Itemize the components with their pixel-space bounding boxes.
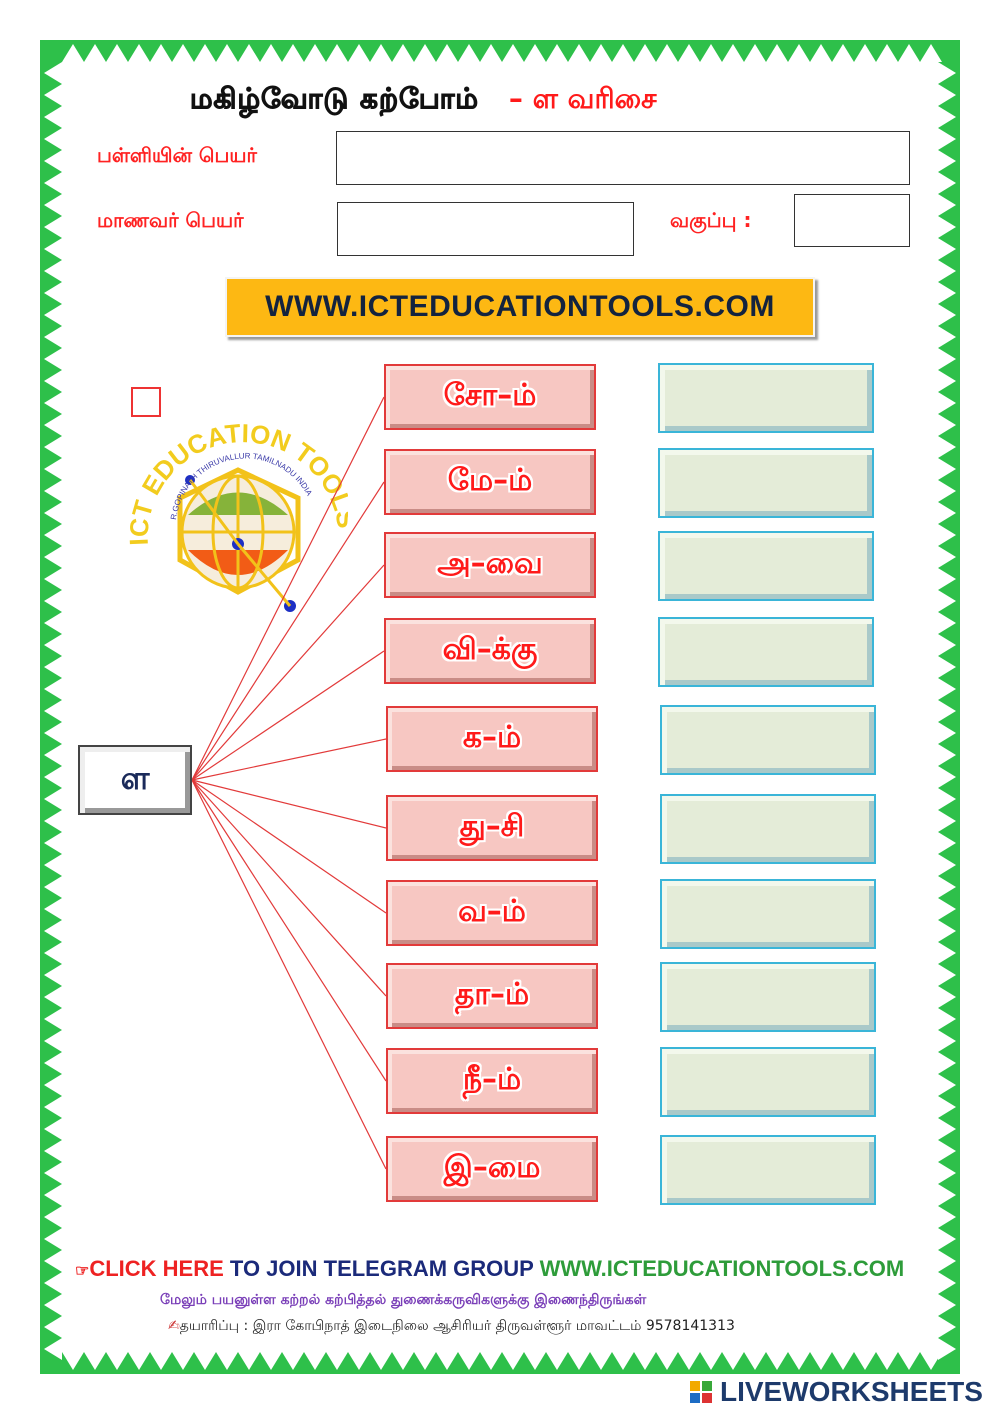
brand-name: LIVEWORKSHEETS	[720, 1376, 983, 1407]
word-text: து–சி	[459, 808, 525, 844]
footer-site: WWW.ICTEDUCATIONTOOLS.COM	[539, 1256, 905, 1281]
answer-box[interactable]	[660, 1047, 876, 1117]
word-text: மே–ம்	[447, 462, 533, 498]
title-sub: – ள வரிசை	[508, 81, 657, 115]
word-text: தா–ம்	[454, 976, 530, 1012]
word-text: வி–க்கு	[442, 631, 538, 667]
telegram-link[interactable]: ☞CLICK HERE TO JOIN TELEGRAM GROUP WWW.I…	[75, 1256, 955, 1282]
join-text: TO JOIN TELEGRAM GROUP	[223, 1256, 540, 1281]
school-name-label: பள்ளியின் பெயர்	[97, 143, 257, 167]
word-tile[interactable]: வ–ம்	[386, 880, 598, 946]
word-text: சோ–ம்	[443, 377, 537, 413]
answer-box[interactable]	[658, 531, 874, 601]
student-name-label: மாணவர் பெயர்	[97, 208, 244, 232]
word-text: க–ம்	[462, 719, 522, 755]
title-main: மகிழ்வோடு கற்போம்	[190, 81, 479, 115]
source-letter-tile[interactable]: ள	[78, 745, 192, 815]
footer-credit-text: தயாரிப்பு : இரா கோபிநாத் இடைநிலை ஆசிரியர…	[179, 1318, 735, 1334]
word-tile[interactable]: இ–மை	[386, 1136, 598, 1202]
word-tile[interactable]: நீ–ம்	[386, 1048, 598, 1114]
word-tile[interactable]: வி–க்கு	[384, 618, 596, 684]
word-tile[interactable]: அ–வை	[384, 532, 596, 598]
word-text: வ–ம்	[458, 893, 526, 929]
answer-box[interactable]	[658, 363, 874, 433]
student-name-field[interactable]	[337, 202, 634, 256]
answer-box[interactable]	[660, 879, 876, 949]
word-tile[interactable]: க–ம்	[386, 706, 598, 772]
answer-box[interactable]	[660, 794, 876, 864]
word-text: இ–மை	[443, 1149, 541, 1185]
class-field[interactable]	[794, 194, 910, 247]
footer-join-line: மேலும் பயனுள்ள கற்றல் கற்பித்தல் துணைக்க…	[160, 1292, 647, 1308]
answer-box[interactable]	[658, 617, 874, 687]
footer-credit: ✍தயாரிப்பு : இரா கோபிநாத் இடைநிலை ஆசிரிய…	[168, 1318, 928, 1336]
ict-logo: ICT EDUCATION TOOLS R.GOPINATH THIRUVALL…	[123, 418, 348, 612]
word-tile[interactable]: சோ–ம்	[384, 364, 596, 430]
source-letter: ள	[120, 759, 150, 797]
answer-box[interactable]	[660, 962, 876, 1032]
word-tile[interactable]: மே–ம்	[384, 449, 596, 515]
word-tile[interactable]: து–சி	[386, 795, 598, 861]
word-text: அ–வை	[437, 545, 543, 581]
answer-box[interactable]	[658, 448, 874, 518]
liveworksheets-logo-icon	[690, 1381, 712, 1403]
click-here-text: CLICK HERE	[89, 1256, 224, 1281]
word-tile[interactable]: தா–ம்	[386, 963, 598, 1029]
liveworksheets-brand[interactable]: LIVEWORKSHEETS	[690, 1376, 983, 1408]
website-banner[interactable]: WWW.ICTEDUCATIONTOOLS.COM	[225, 277, 815, 337]
answer-box[interactable]	[660, 705, 876, 775]
answer-box[interactable]	[660, 1135, 876, 1205]
word-text: நீ–ம்	[462, 1061, 522, 1097]
checkbox[interactable]	[131, 387, 161, 417]
pen-icon: ✍	[168, 1318, 180, 1334]
pointing-hand-icon: ☞	[75, 1263, 90, 1280]
page-title: மகிழ்வோடு கற்போம் – ள வரிசை	[190, 78, 850, 122]
school-name-field[interactable]	[336, 131, 910, 185]
class-label: வகுப்பு :	[670, 208, 752, 232]
